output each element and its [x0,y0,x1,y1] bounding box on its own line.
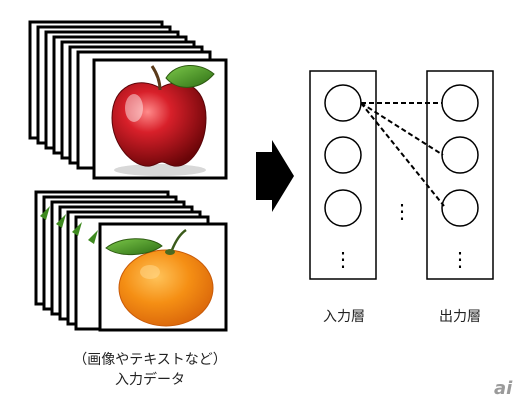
output-neuron [441,84,479,122]
input-data-caption: （画像やテキストなど） 入力データ [40,350,260,390]
output-layer-label: 出力層 [439,309,481,325]
input-layer-label: 入力層 [323,309,365,325]
between-layers-ellipsis: ⋮ [392,199,412,223]
apple-card-stack [28,20,228,180]
output-neuron [441,136,479,174]
input-layer: ⋮ [309,70,377,280]
right-arrow-icon [256,140,294,212]
input-data-caption-line1: （画像やテキストなど） [73,352,227,368]
ai-watermark-logo: ai [494,378,513,399]
input-neuron [324,189,362,227]
output-neuron [441,189,479,227]
output-layer: ⋮ [426,70,494,280]
input-neuron [324,136,362,174]
input-data-caption-line2: 入力データ [115,372,185,388]
orange-card-stack [34,190,228,332]
connections [360,102,445,207]
input-layer-ellipsis: ⋮ [333,247,353,271]
orange-image [105,228,214,327]
connection-line [360,102,445,207]
apple-image [111,65,215,176]
input-neuron [324,84,362,122]
output-layer-ellipsis: ⋮ [450,247,470,271]
connection-line [360,102,444,156]
